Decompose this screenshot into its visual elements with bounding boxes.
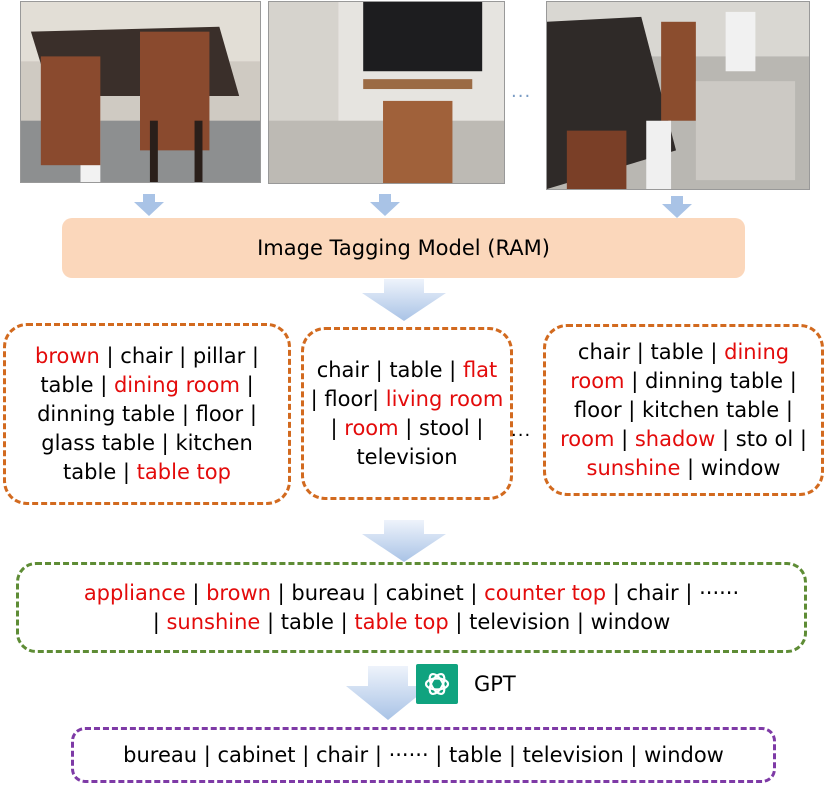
highlighted-tag: room bbox=[344, 415, 399, 440]
highlighted-tag: table top bbox=[136, 459, 231, 484]
tag-text-segment: | bbox=[185, 580, 207, 605]
tag-text-segment: | floor| bbox=[310, 386, 386, 411]
openai-logo-icon bbox=[416, 664, 458, 704]
tag-groups-ellipsis: ··· bbox=[511, 425, 532, 446]
final-tags-text: bureau | cabinet | chair | ······ | tabl… bbox=[123, 743, 724, 767]
merged-tags-text: appliance | brown | bureau | cabinet | c… bbox=[79, 579, 744, 637]
tag-group-3: chair | table | dining room | dinning ta… bbox=[543, 324, 824, 496]
scene-photo-2 bbox=[268, 1, 505, 184]
tag-text-segment: | table | bbox=[260, 609, 355, 634]
tag-group-1-text: brown | chair | pillar | table | dining … bbox=[14, 342, 280, 487]
highlighted-tag: living room bbox=[385, 386, 504, 411]
highlighted-tag: appliance bbox=[83, 580, 186, 605]
down-arrow-icon bbox=[346, 666, 430, 720]
tag-text-segment: chair | table | bbox=[577, 339, 725, 364]
highlighted-tag: flat bbox=[462, 357, 498, 382]
tag-text-segment: | dinning table | floor | kitchen table … bbox=[574, 368, 797, 422]
highlighted-tag: shadow bbox=[634, 426, 716, 451]
highlighted-tag: brown bbox=[35, 343, 100, 368]
photos-ellipsis: ··· bbox=[511, 86, 532, 107]
down-arrow-icon bbox=[134, 194, 164, 216]
tag-group-2: chair | table | flat | floor| living roo… bbox=[301, 327, 513, 500]
tag-text-segment: | stool | television bbox=[356, 415, 484, 469]
gpt-label: GPT bbox=[474, 672, 516, 696]
tag-text-segment: | sto ol | bbox=[715, 426, 807, 451]
tag-text-segment: | chair | pillar | table | bbox=[40, 343, 259, 397]
image-tagging-model-label: Image Tagging Model (RAM) bbox=[257, 236, 550, 260]
highlighted-tag: room bbox=[560, 426, 615, 451]
tag-text-segment: | bbox=[330, 415, 345, 440]
highlighted-tag: sunshine bbox=[166, 609, 261, 634]
tag-text-segment: chair | table | bbox=[316, 357, 463, 382]
tag-text-segment: | dinning table | floor | glass table | … bbox=[37, 372, 257, 484]
tag-text-segment: | window bbox=[680, 455, 781, 480]
down-arrow-icon bbox=[370, 194, 400, 216]
highlighted-tag: table top bbox=[354, 609, 449, 634]
highlighted-tag: sunshine bbox=[586, 455, 681, 480]
tag-group-1: brown | chair | pillar | table | dining … bbox=[3, 323, 291, 505]
tag-text-segment: | television | window bbox=[448, 609, 671, 634]
tag-text-segment: | bureau | cabinet | bbox=[270, 580, 485, 605]
scene-photo-1 bbox=[20, 1, 261, 183]
tag-text-segment: | chair | ······ | bbox=[152, 580, 740, 634]
highlighted-tag: dining room bbox=[570, 339, 790, 393]
highlighted-tag: brown bbox=[206, 580, 271, 605]
down-arrow-icon bbox=[662, 196, 692, 218]
tag-group-2-text: chair | table | flat | floor| living roo… bbox=[310, 356, 504, 472]
merged-tags-box: appliance | brown | bureau | cabinet | c… bbox=[16, 562, 807, 653]
tag-group-3-text: chair | table | dining room | dinning ta… bbox=[556, 338, 811, 483]
down-arrow-icon bbox=[362, 520, 446, 562]
tag-text-segment: | bbox=[614, 426, 635, 451]
highlighted-tag: dining room bbox=[113, 372, 240, 397]
final-tags-box: bureau | cabinet | chair | ······ | tabl… bbox=[71, 727, 776, 783]
down-arrow-icon bbox=[362, 279, 446, 321]
image-tagging-model-box: Image Tagging Model (RAM) bbox=[62, 218, 745, 278]
highlighted-tag: counter top bbox=[484, 580, 607, 605]
scene-photo-3 bbox=[546, 1, 810, 190]
